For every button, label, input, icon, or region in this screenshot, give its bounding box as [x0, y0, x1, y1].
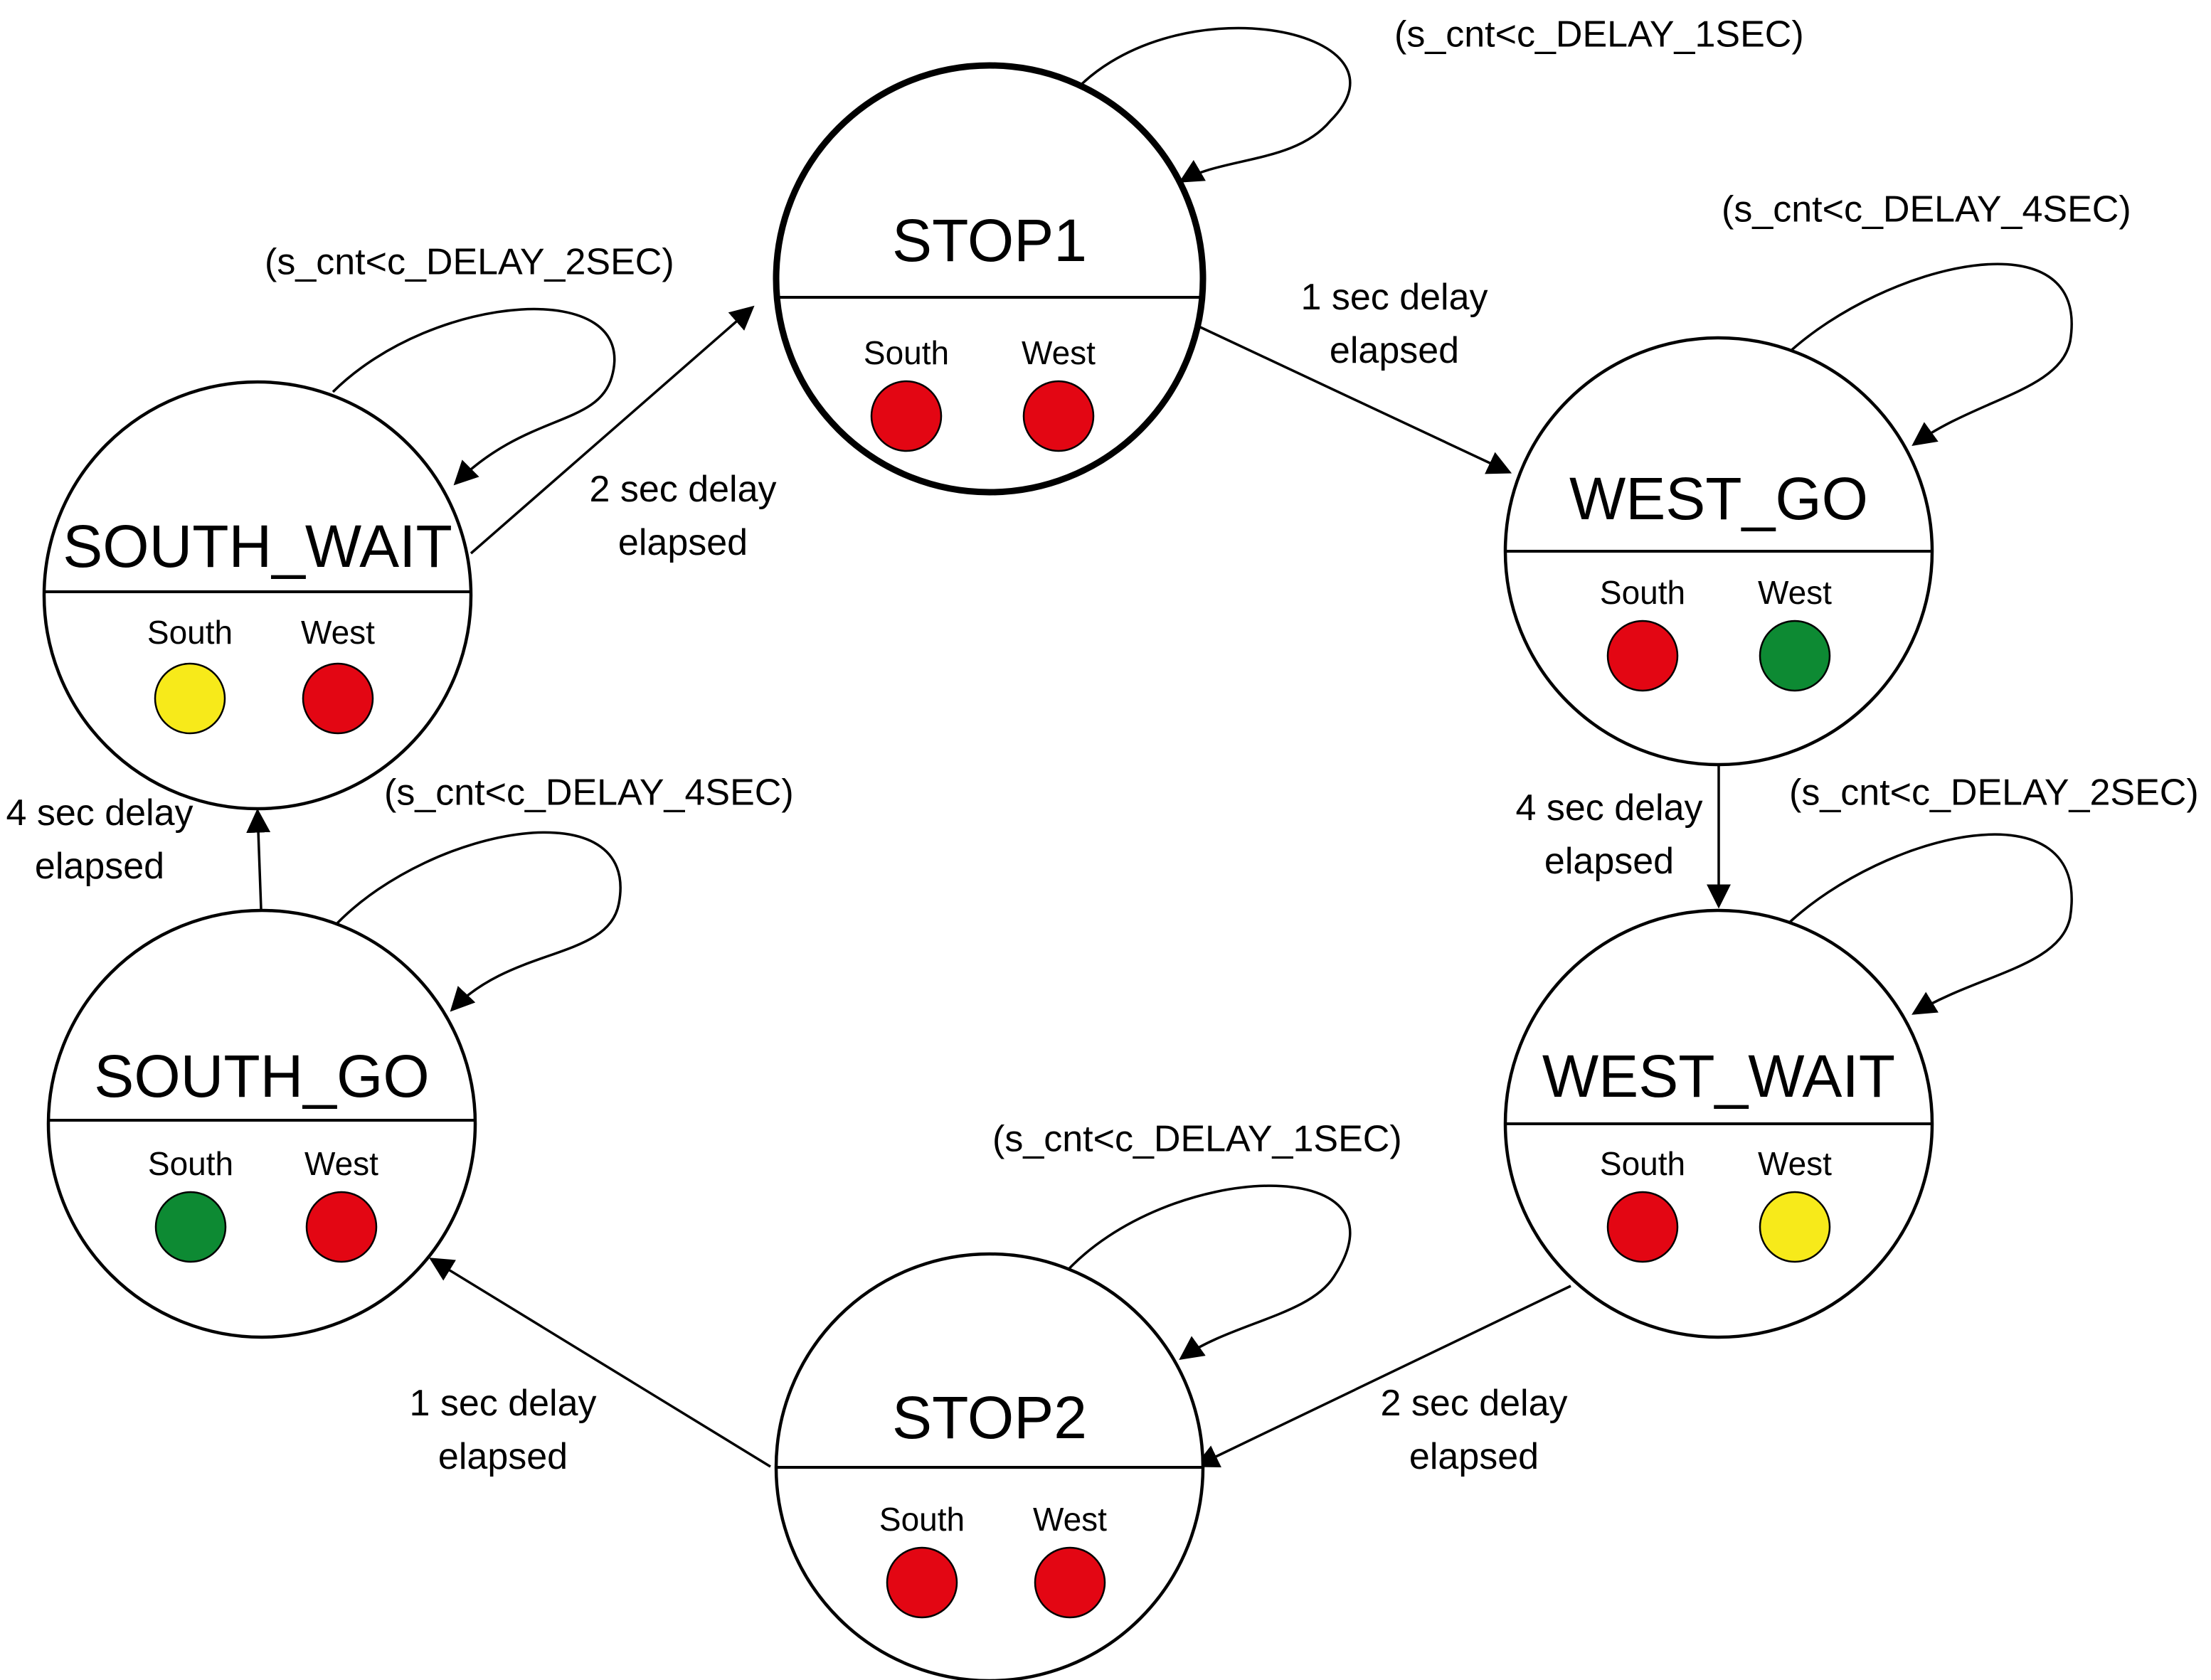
guard-label-south-go: (s_cnt<c_DELAY_4SEC): [384, 772, 794, 814]
state-name: WEST_GO: [1569, 465, 1868, 532]
transition-label-line: 2 sec delay: [589, 469, 776, 510]
transition-south-go-to-south-wait: [246, 808, 271, 910]
traffic-light-south-red: [886, 1546, 958, 1619]
state-south-wait: SOUTH_WAIT South West: [42, 380, 473, 811]
guard-label-stop1: (s_cnt<c_DELAY_1SEC): [1394, 14, 1804, 55]
transition-label-south-go-to-south-wait: 4 sec delay elapsed: [6, 792, 193, 887]
light-label-west: West: [1033, 1501, 1107, 1538]
transition-label-line: elapsed: [1330, 330, 1459, 371]
light-label-south: South: [1600, 574, 1685, 611]
traffic-light-west-red: [1034, 1546, 1106, 1619]
self-loop-south-wait: [332, 307, 616, 486]
transition-label-line: 1 sec delay: [1300, 277, 1488, 318]
traffic-light-south-green: [154, 1191, 227, 1263]
state-name: STOP2: [892, 1384, 1087, 1451]
transition-label-west-go-to-west-wait: 4 sec delay elapsed: [1515, 787, 1702, 882]
light-label-south: South: [864, 334, 949, 371]
transition-label-line: elapsed: [438, 1436, 568, 1477]
transition-label-south-wait-to-stop1: 2 sec delay elapsed: [589, 469, 776, 563]
traffic-light-west-red: [1022, 380, 1095, 452]
transition-label-line: elapsed: [1409, 1436, 1539, 1477]
light-label-west: West: [1758, 574, 1832, 611]
traffic-light-south-red: [1606, 620, 1679, 692]
transition-label-line: 2 sec delay: [1380, 1383, 1567, 1424]
state-name: SOUTH_WAIT: [63, 513, 452, 580]
transition-label-line: 4 sec delay: [1515, 787, 1702, 829]
state-name: STOP1: [892, 207, 1087, 274]
light-label-south: South: [147, 614, 233, 651]
transition-label-stop1-to-west-go: 1 sec delay elapsed: [1300, 277, 1488, 371]
light-label-west: West: [1758, 1145, 1832, 1182]
light-label-south: South: [148, 1145, 233, 1182]
state-circle: [46, 908, 477, 1339]
state-name: SOUTH_GO: [94, 1043, 429, 1110]
traffic-light-west-red: [302, 662, 374, 735]
guard-label-stop2: (s_cnt<c_DELAY_1SEC): [992, 1119, 1402, 1160]
transition-label-line: 1 sec delay: [409, 1383, 596, 1424]
transition-west-wait-to-stop2: [1194, 1285, 1571, 1468]
transition-south-wait-to-stop1: [470, 305, 755, 555]
transition-label-stop2-to-south-go: 1 sec delay elapsed: [409, 1383, 596, 1477]
state-west-go: WEST_GO South West: [1503, 336, 1934, 767]
traffic-light-south-red: [1606, 1191, 1679, 1263]
light-label-south: South: [879, 1501, 965, 1538]
traffic-light-south-red: [870, 380, 943, 452]
light-label-west: West: [1022, 334, 1096, 371]
guard-label-south-wait: (s_cnt<c_DELAY_2SEC): [265, 242, 674, 283]
guard-label-west-go: (s_cnt<c_DELAY_4SEC): [1722, 189, 2131, 230]
traffic-light-west-red: [305, 1191, 378, 1263]
transition-stop1-to-west-go: [1197, 324, 1512, 474]
state-west-wait: WEST_WAIT South West: [1503, 908, 1934, 1339]
light-label-west: West: [304, 1145, 378, 1182]
self-loop-stop1: [1066, 26, 1352, 183]
light-label-west: West: [301, 614, 375, 651]
guard-label-west-wait: (s_cnt<c_DELAY_2SEC): [1789, 772, 2199, 814]
state-south-go: SOUTH_GO South West: [46, 908, 477, 1339]
state-circle: [42, 380, 473, 811]
state-name: WEST_WAIT: [1542, 1043, 1895, 1110]
self-loops-layer: (s_cnt<c_DELAY_1SEC) (s_cnt<c_DELAY_4SEC)…: [265, 14, 2199, 1360]
self-loop-stop2: [1062, 1184, 1352, 1360]
transition-label-west-wait-to-stop2: 2 sec delay elapsed: [1380, 1383, 1567, 1477]
transition-label-line: elapsed: [35, 846, 164, 887]
state-circle: [773, 62, 1207, 496]
transition-label-line: elapsed: [1544, 841, 1674, 882]
traffic-light-west-green: [1759, 620, 1831, 692]
light-label-south: South: [1600, 1145, 1685, 1182]
self-loop-west-wait: [1786, 833, 2073, 1015]
transition-label-line: elapsed: [618, 522, 748, 563]
traffic-light-south-yellow: [154, 662, 226, 735]
transition-stop2-to-south-go: [429, 1258, 771, 1468]
transition-label-line: 4 sec delay: [6, 792, 193, 834]
traffic-light-west-yellow: [1759, 1191, 1831, 1263]
self-loop-south-go: [336, 831, 622, 1012]
self-loop-west-go: [1786, 262, 2073, 446]
